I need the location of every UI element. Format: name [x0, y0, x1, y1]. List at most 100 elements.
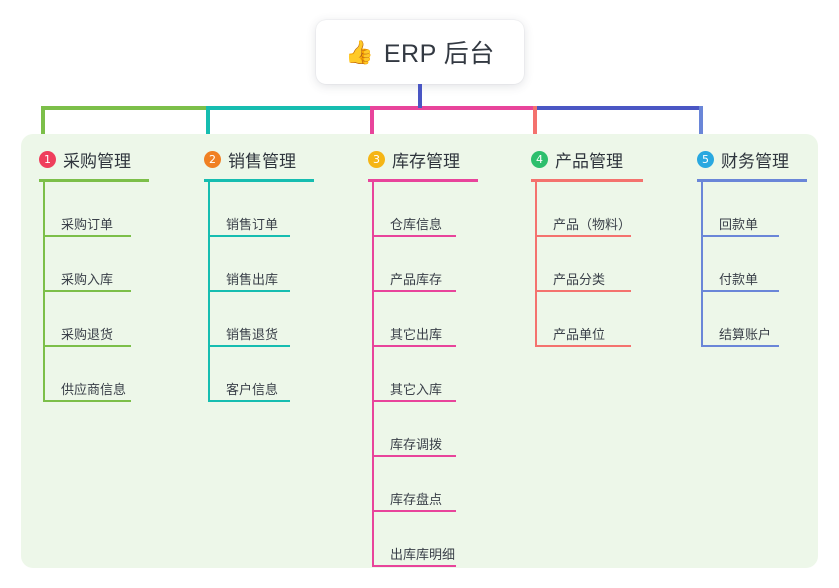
- branch-item-label: 产品（物料）: [553, 217, 632, 232]
- branch-item-list: 产品（物料） 产品分类产品单位: [531, 182, 643, 347]
- branch-item[interactable]: 销售订单: [204, 182, 314, 237]
- branch-item[interactable]: 客户信息: [204, 347, 314, 402]
- branch-item-label: 其它入库: [390, 382, 443, 397]
- trunk-connector: [418, 84, 422, 108]
- branch-item[interactable]: 其它出库: [368, 292, 478, 347]
- branch-index-badge: 3: [368, 150, 385, 168]
- branch-item[interactable]: 仓库信息: [368, 182, 478, 237]
- branch-item-list: 回款单付款单结算账户: [697, 182, 807, 347]
- branch-index-badge: 5: [697, 150, 714, 168]
- branch-spine: [43, 182, 45, 402]
- branch-item-list: 销售订单销售出库销售退货客户信息: [204, 182, 314, 402]
- branch-item-label: 出库库明细: [390, 547, 456, 562]
- branch-item-underline: [372, 235, 456, 237]
- branch-item-underline: [701, 345, 779, 347]
- branch-item-label: 回款单: [719, 217, 759, 232]
- branch-item-label: 库存调拨: [390, 437, 443, 452]
- branch-item[interactable]: 供应商信息: [39, 347, 149, 402]
- branch-item[interactable]: 产品（物料）: [531, 182, 643, 237]
- drop-connector: [533, 106, 537, 150]
- branch-item-label: 付款单: [719, 272, 759, 287]
- branch-index-badge: 2: [204, 150, 221, 168]
- branch-underline: [368, 179, 478, 182]
- branch-item-underline: [372, 400, 456, 402]
- branch-item-label: 采购订单: [61, 217, 114, 232]
- branch-title: 销售管理: [228, 151, 296, 171]
- branch-item-label: 销售退货: [226, 327, 279, 342]
- branch-item-underline: [372, 290, 456, 292]
- branch-item-underline: [43, 400, 131, 402]
- drop-connector: [206, 106, 210, 150]
- branch-item[interactable]: 销售出库: [204, 237, 314, 292]
- branch-title: 产品管理: [555, 151, 623, 171]
- branch-spine: [372, 182, 374, 567]
- branch-spine: [701, 182, 703, 347]
- root-node-erp-backend[interactable]: 👍 ERP 后台: [316, 20, 524, 84]
- drop-connector: [699, 106, 703, 150]
- bus-segment: [533, 106, 703, 110]
- branch-item[interactable]: 出库库明细: [368, 512, 478, 567]
- branch-item-underline: [208, 235, 290, 237]
- branch-underline: [204, 179, 314, 182]
- branch-item-underline: [372, 455, 456, 457]
- branch-item-label: 供应商信息: [61, 382, 127, 397]
- branch-item[interactable]: 其它入库: [368, 347, 478, 402]
- branch-underline: [697, 179, 807, 182]
- bus-segment: [370, 106, 537, 110]
- branch-item-underline: [701, 290, 779, 292]
- branch-item-label: 产品分类: [553, 272, 606, 287]
- drop-connector: [41, 106, 45, 150]
- branch-item-underline: [208, 400, 290, 402]
- branch-header-2[interactable]: 2 销售管理: [204, 146, 314, 172]
- branch-item-underline: [535, 235, 631, 237]
- branch-item[interactable]: 付款单: [697, 237, 807, 292]
- branch-header-3[interactable]: 3 库存管理: [368, 146, 478, 172]
- branch-item-label: 结算账户: [719, 327, 772, 342]
- branch-item-label: 库存盘点: [390, 492, 443, 507]
- branch-spine: [208, 182, 210, 402]
- branch-item[interactable]: 库存盘点: [368, 457, 478, 512]
- branch-item-underline: [372, 345, 456, 347]
- branch-item-label: 采购退货: [61, 327, 114, 342]
- branch-item-underline: [701, 235, 779, 237]
- branch-item[interactable]: 产品分类: [531, 237, 643, 292]
- branch-item-underline: [535, 345, 631, 347]
- branch-item[interactable]: 产品库存: [368, 237, 478, 292]
- branch-item[interactable]: 结算账户: [697, 292, 807, 347]
- branch-item[interactable]: 回款单: [697, 182, 807, 237]
- branch-item-underline: [208, 290, 290, 292]
- branch-item[interactable]: 采购退货: [39, 292, 149, 347]
- branch-item[interactable]: 销售退货: [204, 292, 314, 347]
- branch-item-underline: [535, 290, 631, 292]
- branch-item-label: 其它出库: [390, 327, 443, 342]
- branch-title: 采购管理: [63, 151, 131, 171]
- branch-item-label: 产品单位: [553, 327, 606, 342]
- branch-item[interactable]: 采购订单: [39, 182, 149, 237]
- branch-column-3: 3 库存管理仓库信息产品库存其它出库其它入库库存调拨库存盘点出库库明细: [368, 146, 478, 567]
- branch-item[interactable]: 产品单位: [531, 292, 643, 347]
- branch-item-underline: [43, 290, 131, 292]
- branch-item[interactable]: 采购入库: [39, 237, 149, 292]
- branch-underline: [531, 179, 643, 182]
- mindmap-panel: [21, 134, 818, 568]
- branch-item-label: 仓库信息: [390, 217, 443, 232]
- branch-item-label: 客户信息: [226, 382, 279, 397]
- branch-title: 库存管理: [392, 151, 460, 171]
- branch-item-label: 采购入库: [61, 272, 114, 287]
- branch-item-list: 采购订单采购入库采购退货供应商信息: [39, 182, 149, 402]
- branch-item-underline: [43, 235, 131, 237]
- branch-item-underline: [372, 565, 456, 567]
- branch-item-label: 销售订单: [226, 217, 279, 232]
- bus-segment: [206, 106, 374, 110]
- root-node-title: ERP 后台: [383, 40, 495, 68]
- branch-item-list: 仓库信息产品库存其它出库其它入库库存调拨库存盘点出库库明细: [368, 182, 478, 567]
- branch-item-underline: [208, 345, 290, 347]
- branch-item[interactable]: 库存调拨: [368, 402, 478, 457]
- branch-item-underline: [372, 510, 456, 512]
- branch-column-2: 2 销售管理销售订单销售出库销售退货客户信息: [204, 146, 314, 402]
